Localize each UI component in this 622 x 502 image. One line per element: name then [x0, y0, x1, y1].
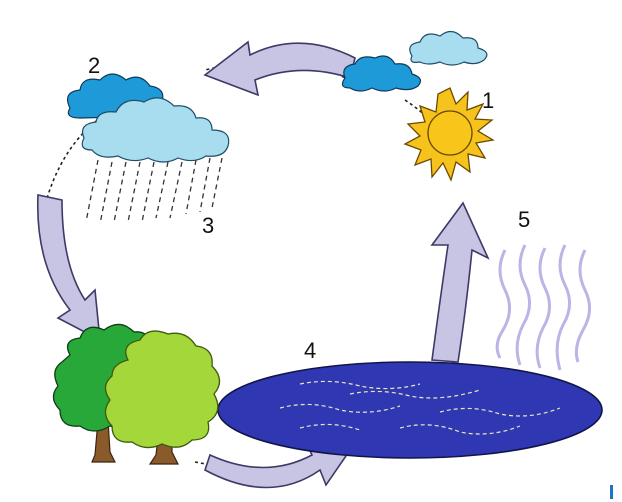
rain-cloud-light-icon: [81, 97, 230, 163]
label-rain: 3: [202, 213, 214, 238]
arrow-rain-to-land: [36, 194, 101, 342]
small-cloud-icon: [409, 30, 488, 66]
evaporation-cloud-icon: [341, 55, 422, 92]
vapor-lines: [495, 244, 591, 371]
edge-marker: [610, 485, 613, 499]
label-vapor: 5: [518, 207, 530, 232]
arrow-evaporation-to-clouds: [203, 40, 356, 97]
label-clouds: 2: [88, 53, 100, 78]
lake-shape: [217, 361, 603, 459]
rain-streaks: [85, 157, 223, 225]
label-lake: 4: [304, 338, 316, 363]
sun-icon: [403, 87, 495, 182]
arrow-evaporation-up: [430, 201, 490, 363]
label-sun: 1: [482, 88, 494, 113]
tree-light-icon: [104, 330, 221, 465]
